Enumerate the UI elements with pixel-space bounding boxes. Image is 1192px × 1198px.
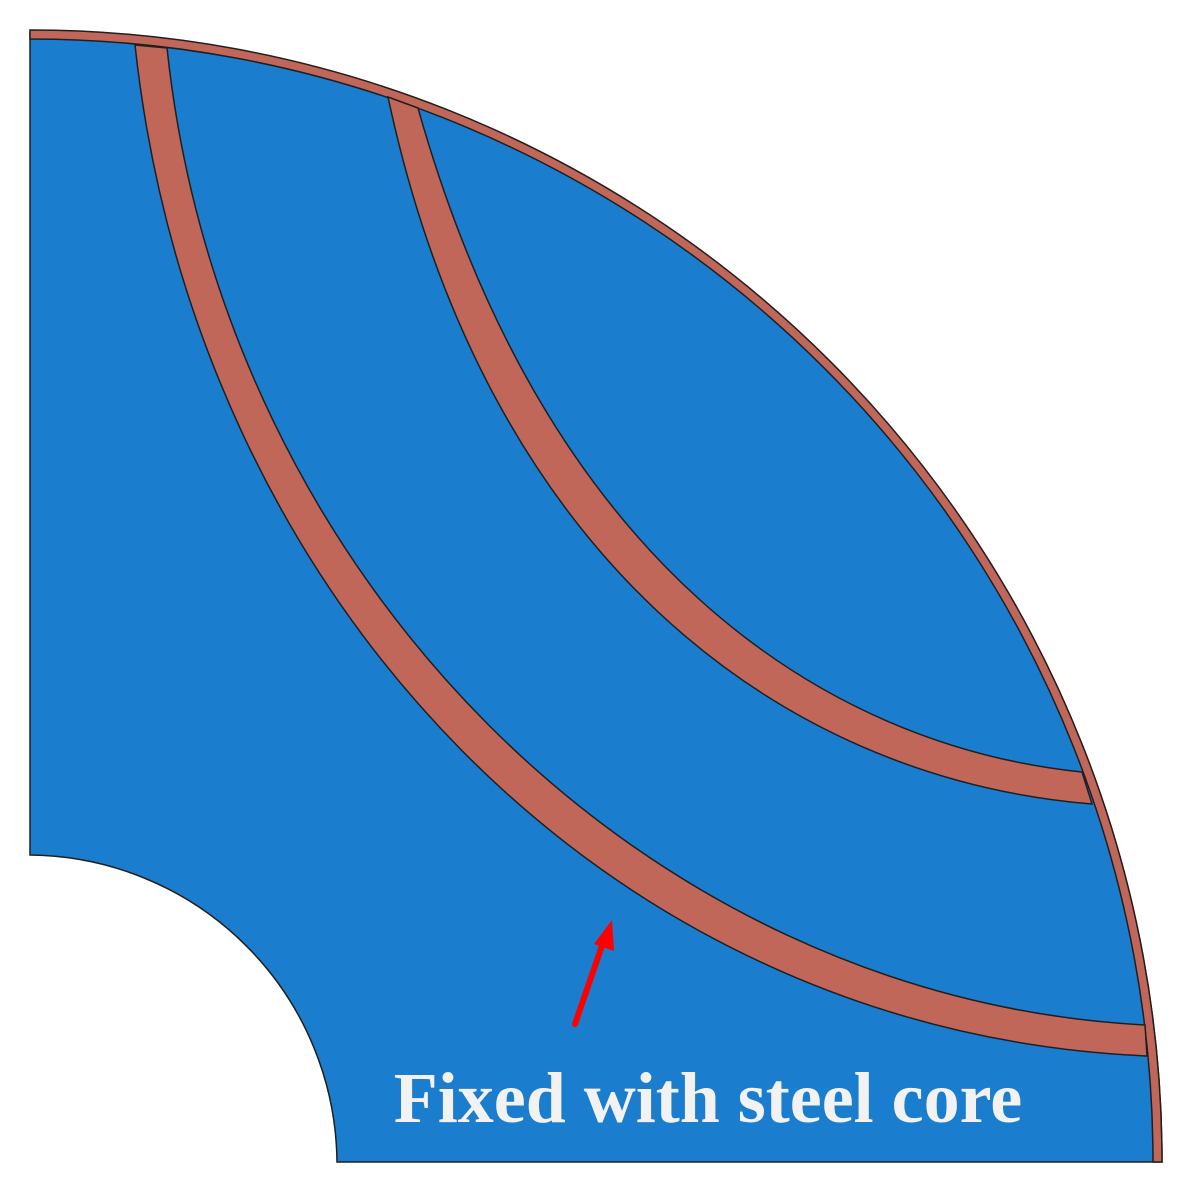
annotation-label: Fixed with steel core xyxy=(394,1058,1023,1138)
annotation-arrowhead xyxy=(594,920,614,951)
rotor-iron-body xyxy=(29,31,1163,1163)
flux-barrier-outer xyxy=(134,44,1148,1057)
annotation-arrow-shaft xyxy=(572,937,607,1027)
flux-barrier-inner xyxy=(386,95,1094,805)
outer-sleeve-band xyxy=(29,29,1163,1163)
